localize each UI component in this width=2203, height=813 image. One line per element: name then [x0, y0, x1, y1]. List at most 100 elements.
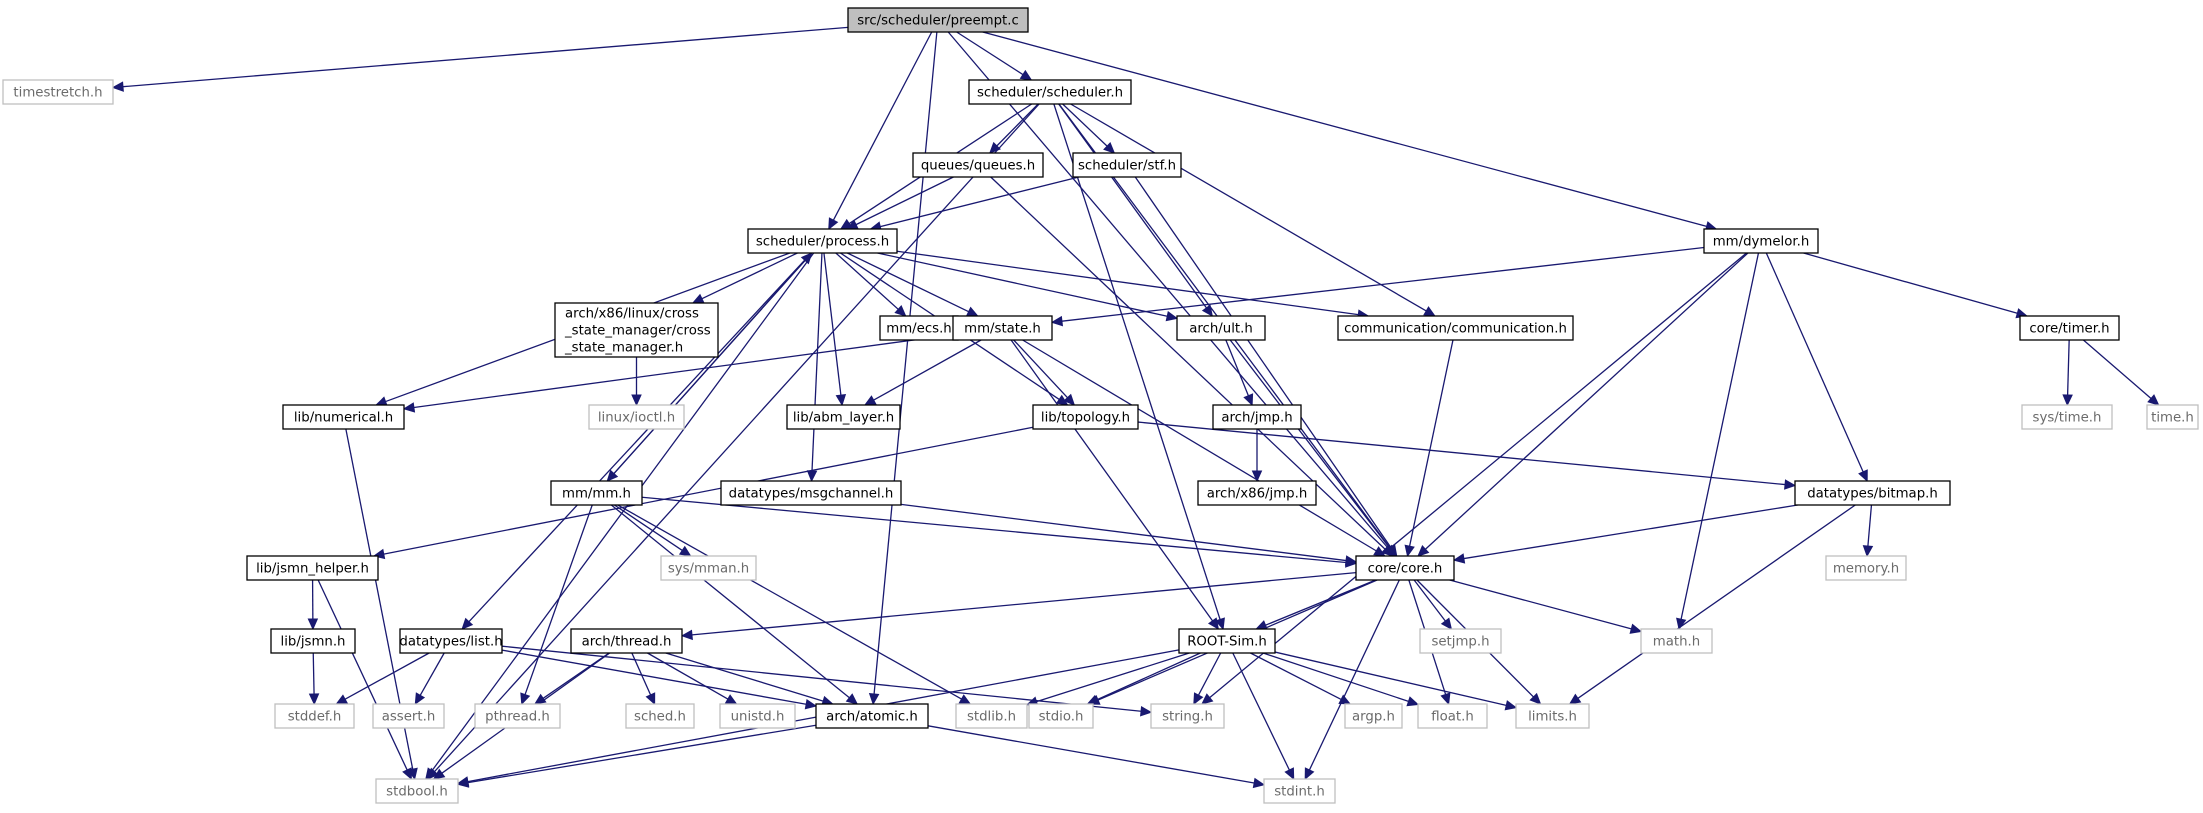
edge-rootsim-to-limits [1274, 651, 1507, 706]
arrowhead-process-to-ecs [894, 305, 907, 317]
edge-atomic-to-stdint [927, 725, 1255, 784]
node-mm-ecs-h[interactable]: mm/ecs.h [879, 315, 959, 341]
node-label: datatypes/msgchannel.h [729, 487, 894, 502]
node-label: stdio.h [1039, 710, 1084, 725]
node-scheduler-scheduler-h[interactable]: scheduler/scheduler.h [968, 79, 1132, 105]
node-box [1355, 555, 1455, 581]
node-scheduler-stf-h[interactable]: scheduler/stf.h [1072, 152, 1182, 178]
edge-comm-to-core [1408, 339, 1454, 547]
node-arch-x86-jmp-h[interactable]: arch/x86/jmp.h [1197, 480, 1317, 506]
arrowhead-rootsim-to-float [1406, 696, 1420, 707]
arrowhead-scheduler-h-to-comm [1423, 306, 1436, 317]
arrowhead-process-to-state [965, 306, 979, 317]
edge-preempt-to-timestretch [122, 26, 849, 88]
node-lib-jsmn-h[interactable]: lib/jsmn.h [270, 628, 356, 654]
node-src-scheduler-preempt-c[interactable]: src/scheduler/preempt.c [847, 7, 1029, 33]
edge-scheduler-h-to-comm [1070, 103, 1427, 312]
node-label: sys/mman.h [668, 562, 749, 577]
arrowhead-dymelor-to-state [1050, 315, 1064, 327]
node-communication-communication-h[interactable]: communication/communication.h [1337, 315, 1574, 341]
node-datatypes-msgchannel-h[interactable]: datatypes/msgchannel.h [720, 480, 902, 506]
node-arch-thread-h[interactable]: arch/thread.h [570, 628, 683, 654]
node-mm-state-h[interactable]: mm/state.h [952, 315, 1053, 341]
node-stdio-h: stdio.h [1028, 703, 1094, 729]
node-arch-jmp-h[interactable]: arch/jmp.h [1212, 404, 1302, 430]
node-label: stdbool.h [386, 785, 448, 800]
edge-core-to-setjmp [1413, 579, 1446, 622]
arrowhead-msgchannel-to-core [1344, 555, 1358, 566]
node-box [282, 404, 405, 430]
nodes-layer: src/scheduler/preempt.c timestretch.h sche… [2, 7, 2199, 804]
node-label: math.h [1653, 635, 1700, 650]
node-datatypes-bitmap-h[interactable]: datatypes/bitmap.h [1794, 480, 1951, 506]
node-mm-mm-h[interactable]: mm/mm.h [550, 480, 643, 506]
edge-list-to-assert [419, 652, 445, 696]
node-root-sim-h[interactable]: ROOT-Sim.h [1178, 628, 1276, 654]
node-sys-mman-h: sys/mman.h [660, 555, 757, 581]
node-label: scheduler/scheduler.h [977, 86, 1123, 101]
node-box [270, 628, 356, 654]
node-lib-abm-layer-h[interactable]: lib/abm_layer.h [786, 404, 901, 430]
node-string-h: string.h [1150, 703, 1225, 729]
node-label: arch/ult.h [1189, 322, 1253, 337]
node-arch-ult-h[interactable]: arch/ult.h [1176, 315, 1266, 341]
node-label: communication/communication.h [1344, 322, 1567, 337]
arrowhead-topology-to-bitmap [1784, 479, 1797, 490]
edge-scheduler-h-to-stf [1062, 103, 1108, 147]
arrowhead-state-to-numerical [402, 402, 416, 413]
node-box [2021, 404, 2113, 430]
edge-timer-to-time [2082, 339, 2152, 399]
node-lib-numerical-h[interactable]: lib/numerical.h [282, 404, 405, 430]
node-label: lib/jsmn.h [281, 635, 346, 650]
node-timestretch-h: timestretch.h [2, 79, 114, 105]
node-sched-h: sched.h [625, 703, 695, 729]
edge-bitmap-to-core [1463, 504, 1798, 560]
node-label: _state_manager.h [564, 341, 683, 356]
edge-dymelor-to-string [1209, 252, 1747, 699]
node-box [375, 778, 459, 804]
node-queues-queues-h[interactable]: queues/queues.h [912, 152, 1044, 178]
arrowhead-dymelor-to-string [1201, 693, 1214, 705]
edge-state-to-topology [1013, 339, 1068, 399]
node-lib-topology-h[interactable]: lib/topology.h [1032, 404, 1139, 430]
node-label: float.h [1431, 710, 1474, 725]
edge-state-to-core [1022, 339, 1377, 552]
node-label: mm/mm.h [562, 487, 631, 502]
arrowhead-timer-to-time [2147, 394, 2160, 406]
arrowhead-mmh-to-atomic [845, 693, 859, 705]
node-box [554, 302, 719, 358]
edge-timer-to-systime [2066, 339, 2070, 396]
arrowhead-dymelor-to-core [1417, 545, 1430, 557]
arrowhead-list-to-string [1140, 705, 1153, 717]
edge-process-to-msgchannel [811, 252, 823, 472]
arrowhead-core-to-setjmp [1440, 617, 1453, 630]
arrowhead-process-to-abm [835, 393, 847, 407]
edge-list-to-string [501, 645, 1142, 712]
arrowhead-scheduler-h-to-queues [988, 141, 1001, 154]
arrowhead-thread-to-sched [645, 692, 656, 706]
node-scheduler-process-h[interactable]: scheduler/process.h [747, 228, 898, 254]
node-arch-x86-linux-cross-state-manager-cross-state-manager-h[interactable]: arch/x86/linux/cross_state_manager/cross… [554, 302, 719, 358]
node-label: scheduler/stf.h [1078, 159, 1176, 174]
edge-list-to-atomic [501, 649, 807, 705]
node-box [1028, 703, 1094, 729]
edge-rootsim-to-float [1262, 652, 1409, 702]
node-label: assert.h [382, 710, 436, 725]
node-arch-atomic-h[interactable]: arch/atomic.h [815, 703, 929, 729]
edge-stf-to-core [1134, 176, 1392, 549]
node-lib-jsmn-helper-h[interactable]: lib/jsmn_helper.h [246, 555, 379, 581]
node-label: mm/state.h [964, 322, 1041, 337]
arrowhead-list-to-stddef [335, 694, 349, 705]
node-mm-dymelor-h[interactable]: mm/dymelor.h [1703, 228, 1819, 254]
node-core-core-h[interactable]: core/core.h [1355, 555, 1455, 581]
arrowhead-bitmap-to-core [1452, 553, 1466, 564]
edge-dymelor-to-timer [1803, 252, 2018, 314]
edge-bitmap-to-limits [1577, 504, 1856, 699]
node-label: memory.h [1833, 562, 1899, 577]
node-math-h: math.h [1640, 628, 1713, 654]
node-core-timer-h[interactable]: core/timer.h [2019, 315, 2120, 341]
node-box [1794, 480, 1951, 506]
edge-process-to-comm [896, 250, 1359, 316]
node-label: arch/x86/linux/cross [565, 307, 699, 322]
node-datatypes-list-h[interactable]: datatypes/list.h [399, 628, 503, 654]
